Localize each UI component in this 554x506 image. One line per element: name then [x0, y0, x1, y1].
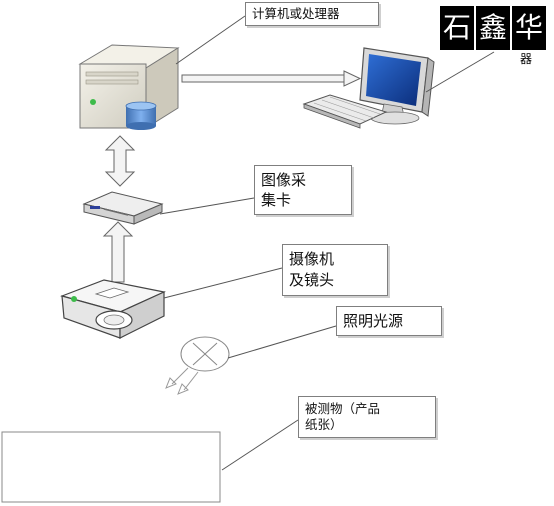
computer-tower-icon — [78, 44, 180, 130]
label-camera: 摄像机 及镜头 — [282, 244, 388, 296]
logo-char-1: 石 — [440, 6, 474, 50]
capture-card-icon — [82, 191, 164, 225]
keyboard-icon — [302, 94, 388, 129]
label-object-line1: 被测物（产品 — [305, 401, 381, 416]
camera-icon — [60, 279, 166, 339]
arrow-to-monitor — [181, 70, 362, 87]
light-source-icon — [165, 336, 230, 395]
label-capture-card-line1: 图像采 — [261, 171, 307, 189]
label-capture-card: 图像采 集卡 — [254, 165, 352, 215]
leader-lines — [159, 15, 495, 471]
label-object: 被测物（产品 纸张） — [298, 396, 436, 438]
object-box — [1, 431, 221, 503]
logo-char-2: 鑫 — [476, 6, 510, 50]
monitor-icon — [359, 47, 435, 125]
registered-mark: ® — [534, 40, 543, 50]
label-object-line2: 纸张） — [305, 417, 343, 432]
brand-logo: 石 鑫 华 ® 器 — [440, 6, 546, 70]
label-camera-line1: 摄像机 — [289, 250, 335, 268]
double-arrow-card-computer — [104, 135, 136, 187]
database-icon — [125, 101, 157, 130]
logo-char-3: 华 — [512, 6, 546, 50]
arrow-camera-to-card — [102, 221, 134, 283]
label-light: 照明光源 — [336, 306, 442, 336]
label-capture-card-line2: 集卡 — [261, 191, 292, 209]
label-camera-line2: 及镜头 — [289, 271, 335, 289]
label-computer: 计算机或处理器 — [245, 2, 379, 26]
logo-subtext: 器 — [512, 50, 540, 68]
